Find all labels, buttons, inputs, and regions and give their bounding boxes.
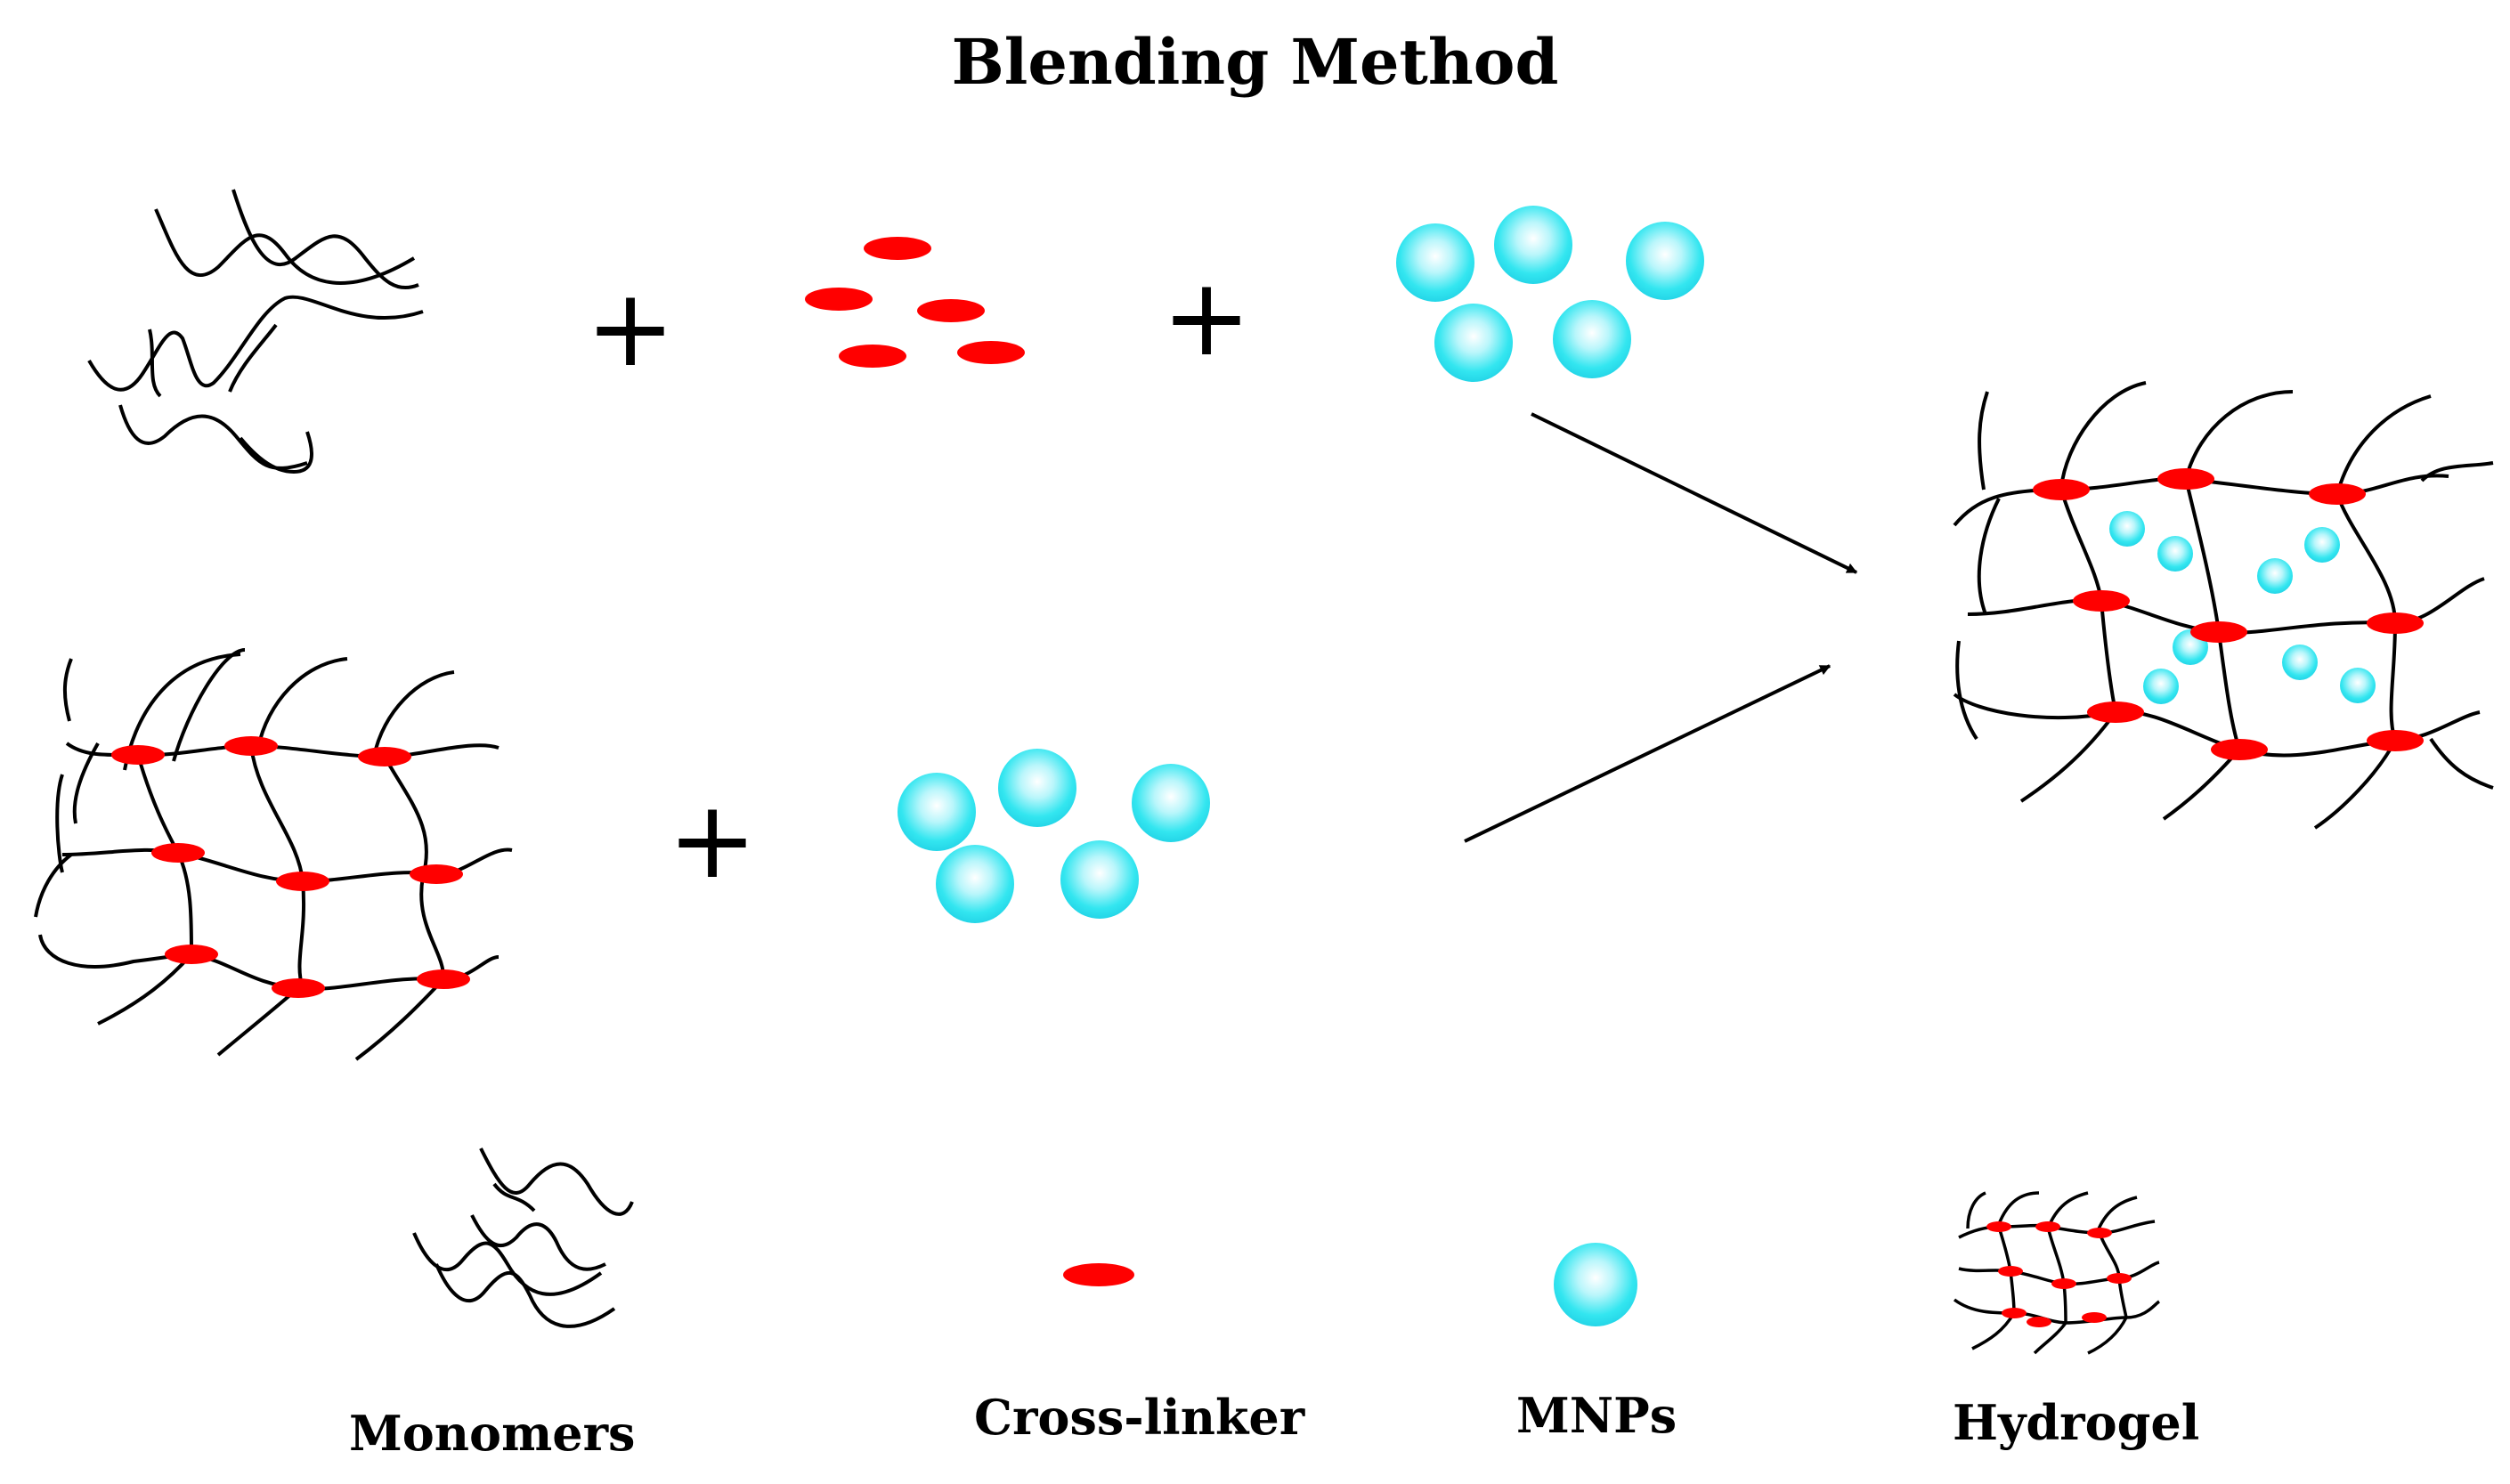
crosslinker-oval [2073,590,2130,612]
hydrogel-result [1953,381,2494,830]
plus-sign: + [668,779,758,903]
mnp-sphere [1396,223,1474,302]
monomer-chain [239,431,313,474]
legend-mnp-icon [1554,1243,1637,1326]
mnp-sphere [1494,206,1572,284]
crosslinker-oval [2367,612,2424,634]
legend-monomers-icon [412,1147,634,1328]
mnp-sphere [1060,840,1139,919]
mnp-sphere [2340,668,2376,703]
monomer-chain [232,189,419,290]
crosslinker-oval [2190,621,2247,643]
crosslinker-oval [224,736,278,756]
mnp-sphere [2304,527,2340,563]
crosslinker-oval [410,864,463,884]
crosslinker-oval [2033,479,2090,500]
mnp-sphere [1626,222,1704,300]
mnp-sphere [998,749,1076,827]
mnp-sphere [1434,304,1513,382]
crosslinker-group-top [805,237,1025,368]
plus-sign: + [1162,256,1252,380]
monomers-group-top [87,189,424,474]
crosslinker-oval [805,288,873,311]
crosslinker-oval [417,969,470,989]
crosslinker-oval [151,843,205,863]
crosslinker-oval [2157,468,2214,490]
monomer-chain [148,328,162,398]
crosslinker-oval [2087,701,2144,723]
legend-label-hydrogel: Hydrogel [1953,1394,2200,1451]
mnp-sphere [936,845,1014,923]
mnp-group-middle [898,749,1210,923]
mnp-group-top [1396,206,1704,382]
crosslinker-oval [358,747,411,766]
mnp-sphere [2257,558,2293,594]
crosslinker-oval [864,237,931,260]
crosslinker-oval [917,299,985,322]
monomer-chain [228,323,278,393]
plus-sign: + [586,267,676,391]
monomer-chain [154,208,416,285]
legend-label-mnps: MNPs [1516,1387,1677,1444]
crosslinker-oval [957,341,1025,364]
crosslinker-oval [111,745,165,765]
crosslinker-oval [165,945,218,964]
monomer-chain [118,404,308,470]
legend-label-monomers: Monomers [349,1405,636,1462]
mnp-sphere [1553,300,1631,378]
mnp-sphere [898,773,976,851]
mnp-sphere [2157,536,2193,572]
legend-hydrogel-icon [1953,1191,2161,1355]
diagram-title: Blending Method [951,25,1559,99]
mnp-sphere [1132,764,1210,842]
monomer-chain [87,295,424,392]
legend-crosslinker-icon [1063,1263,1134,1286]
mnp-sphere [2282,645,2318,680]
mnp-sphere [2143,669,2179,704]
crosslinker-oval [272,978,325,998]
crosslinker-oval [2211,739,2268,760]
network-group-left [34,648,513,1061]
crosslinker-oval [839,345,906,368]
crosslinker-oval [2367,730,2424,751]
crosslinker-oval [2309,483,2366,505]
arrow-top [1531,412,1858,574]
mnp-sphere [2109,511,2145,547]
legend-label-crosslinker: Cross-linker [974,1389,1305,1446]
arrow-bottom [1464,664,1832,843]
crosslinker-oval [276,872,329,891]
network-crosslinks-left [111,736,470,998]
